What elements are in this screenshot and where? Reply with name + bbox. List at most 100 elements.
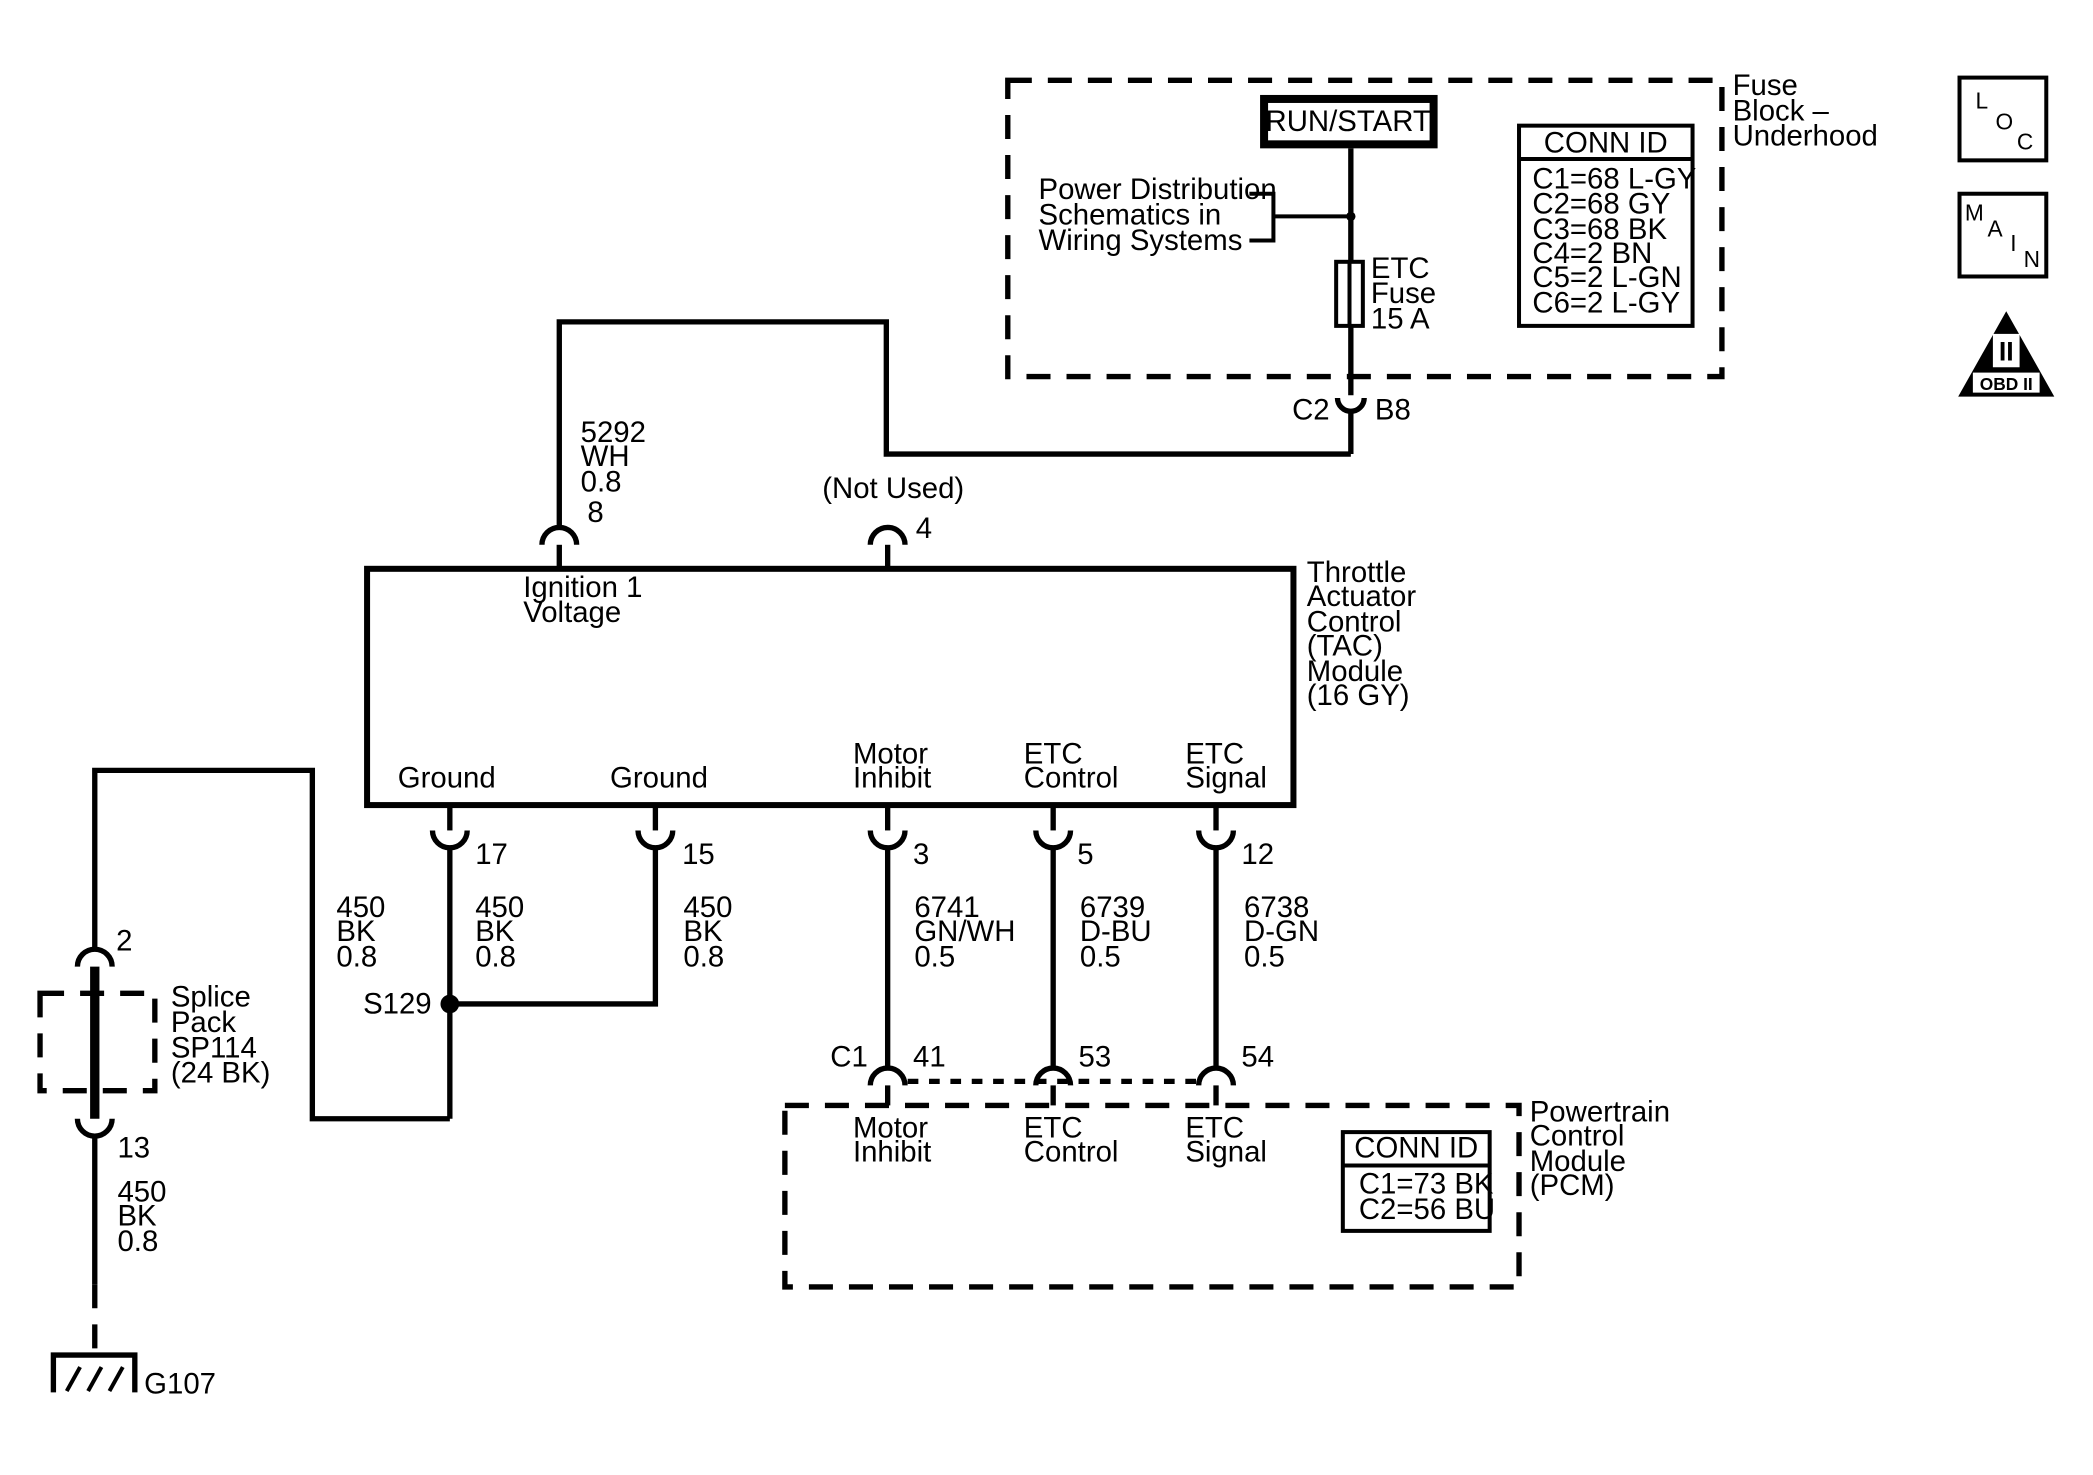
pin-17-connector-symbol bbox=[429, 830, 470, 851]
pin-5-connector-symbol bbox=[1033, 830, 1074, 851]
pin-12-label: 12 bbox=[1241, 838, 1274, 871]
loc-icon[interactable]: L O C bbox=[1957, 75, 2049, 163]
tac-title-line-1: Throttle bbox=[1307, 556, 1407, 589]
ground-wire-color: BK bbox=[117, 1200, 157, 1233]
c2-b8-connector-symbol bbox=[1334, 397, 1367, 414]
wire-12-color: D-GN bbox=[1244, 915, 1319, 948]
pcm-pin-53: 53 bbox=[1079, 1041, 1112, 1074]
wire-15-circuit: 450 bbox=[683, 891, 732, 924]
wire-3-gauge: 0.5 bbox=[914, 941, 955, 974]
c2-connector-label: C2 bbox=[1292, 393, 1330, 426]
ground-symbol bbox=[50, 1352, 138, 1393]
ground-g107-label: G107 bbox=[144, 1368, 216, 1401]
fuse-conn-id-c5: C5=2 L-GN bbox=[1532, 261, 1681, 294]
pcm-pin-54: 54 bbox=[1241, 1041, 1274, 1074]
tac-etc-signal-line-1: ETC bbox=[1185, 738, 1244, 771]
tac-motor-inhibit-line-2: Inhibit bbox=[853, 762, 931, 795]
obd-ii-icon[interactable]: II OBD II bbox=[1958, 311, 2055, 397]
power-distribution-line-2: Schematics in bbox=[1038, 198, 1221, 231]
main-letter-n: N bbox=[2024, 246, 2040, 272]
etc-fuse-line-3: 15 A bbox=[1371, 303, 1430, 336]
fuse-conn-id-c6: C6=2 L-GY bbox=[1532, 287, 1680, 320]
run-start-label: RUN/START bbox=[1266, 105, 1431, 138]
fuse-conn-id-box bbox=[1517, 123, 1695, 328]
loc-letter-l: L bbox=[1976, 87, 1989, 113]
pcm-etc-control-line-2: Control bbox=[1024, 1135, 1119, 1168]
splice-pack-pin-13-symbol bbox=[74, 1118, 115, 1139]
main-letter-m: M bbox=[1965, 199, 1984, 225]
splice-s129-dot bbox=[440, 994, 460, 1014]
tac-ground-label-17: Ground bbox=[398, 762, 496, 795]
pcm-pin-54-symbol bbox=[1196, 1065, 1237, 1086]
splice-pack-label-4: (24 BK) bbox=[171, 1057, 271, 1090]
pcm-conn-id-title: CONN ID bbox=[1354, 1131, 1478, 1164]
left-wire-color: BK bbox=[336, 915, 376, 948]
tac-etc-signal-line-2: Signal bbox=[1185, 762, 1267, 795]
pcm-c1-label: C1 bbox=[830, 1041, 868, 1074]
ignition-voltage-line-1: Ignition 1 bbox=[523, 571, 642, 604]
etc-fuse-line-2: Fuse bbox=[1371, 277, 1436, 310]
wire-3-circuit: 6741 bbox=[914, 891, 979, 924]
main-letter-i: I bbox=[2010, 230, 2016, 256]
fuse-conn-id-c3: C3=68 BK bbox=[1532, 213, 1667, 246]
tac-title-line-3: Control bbox=[1307, 606, 1402, 639]
left-wire-circuit: 450 bbox=[336, 891, 385, 924]
fuse-block-title-line-3: Underhood bbox=[1733, 120, 1878, 153]
pcm-title-line-2: Control bbox=[1530, 1119, 1625, 1152]
tac-title-line-4: (TAC) bbox=[1307, 630, 1383, 663]
tac-module-box bbox=[364, 565, 1297, 809]
tac-etc-control-line-2: Control bbox=[1024, 762, 1119, 795]
pcm-conn-id-c1: C1=73 BK bbox=[1359, 1168, 1494, 1201]
fuse-conn-id-c4: C4=2 BN bbox=[1532, 237, 1652, 270]
ignition-wire-circuit: 5292 bbox=[581, 416, 646, 449]
pin-8-connector-symbol bbox=[539, 524, 580, 545]
pcm-motor-inhibit-line-1: Motor bbox=[853, 1111, 928, 1144]
main-icon[interactable]: M A I N bbox=[1957, 191, 2049, 279]
ignition-wire-pin: 8 bbox=[587, 496, 603, 529]
b8-pin-label: B8 bbox=[1375, 393, 1411, 426]
pin-17-label: 17 bbox=[475, 838, 508, 871]
pin-12-connector-symbol bbox=[1196, 830, 1237, 851]
etc-fuse-line-1: ETC bbox=[1371, 252, 1430, 285]
fuse-block-outline bbox=[1005, 77, 1725, 380]
fuse-block-title-line-2: Block – bbox=[1733, 94, 1830, 127]
splice-pack-pin-2-symbol bbox=[74, 946, 115, 967]
obd-ii-label: OBD II bbox=[1980, 374, 2033, 394]
wire-15-gauge: 0.8 bbox=[683, 941, 724, 974]
wire-17-circuit: 450 bbox=[475, 891, 524, 924]
loc-letter-c: C bbox=[2017, 129, 2033, 155]
pcm-pin-41: 41 bbox=[913, 1041, 946, 1074]
tac-title-line-6: (16 GY) bbox=[1307, 679, 1410, 712]
run-start-box-inner bbox=[1268, 102, 1430, 141]
ground-hatch-1 bbox=[64, 1366, 82, 1393]
splice-pack-label-1: Splice bbox=[171, 981, 251, 1014]
power-distribution-line-1: Power Distribution bbox=[1038, 173, 1276, 206]
wire-12-circuit: 6738 bbox=[1244, 891, 1309, 924]
pcm-etc-signal-line-1: ETC bbox=[1185, 1111, 1244, 1144]
power-distribution-line-3: Wiring Systems bbox=[1038, 224, 1242, 257]
ground-hatch-3 bbox=[107, 1366, 125, 1393]
ignition-wire bbox=[556, 319, 1351, 529]
not-used-label: (Not Used) bbox=[822, 472, 964, 505]
pin-3-connector-symbol bbox=[867, 830, 908, 851]
wire-12-gauge: 0.5 bbox=[1244, 941, 1285, 974]
splice-pack-pin-2: 2 bbox=[116, 925, 132, 958]
pin-15-connector-symbol bbox=[635, 830, 676, 851]
ground-wire-gauge: 0.8 bbox=[117, 1225, 158, 1258]
pin-3-label: 3 bbox=[913, 838, 929, 871]
pcm-title-line-3: Module bbox=[1530, 1145, 1626, 1178]
ground-wire-circuit: 450 bbox=[117, 1176, 166, 1209]
wire-17-gauge: 0.8 bbox=[475, 941, 516, 974]
left-wire-gauge: 0.8 bbox=[336, 941, 377, 974]
pcm-pin-41-symbol bbox=[867, 1065, 908, 1086]
tac-title-line-2: Actuator bbox=[1307, 580, 1417, 613]
tac-motor-inhibit-line-1: Motor bbox=[853, 738, 928, 771]
wire-5-gauge: 0.5 bbox=[1080, 941, 1121, 974]
obd-ii-symbol: II bbox=[1999, 337, 2014, 367]
wire-15-color: BK bbox=[683, 915, 723, 948]
tac-ground-label-15: Ground bbox=[610, 762, 708, 795]
pcm-etc-signal-line-2: Signal bbox=[1185, 1135, 1267, 1168]
pin-15-label: 15 bbox=[682, 838, 715, 871]
